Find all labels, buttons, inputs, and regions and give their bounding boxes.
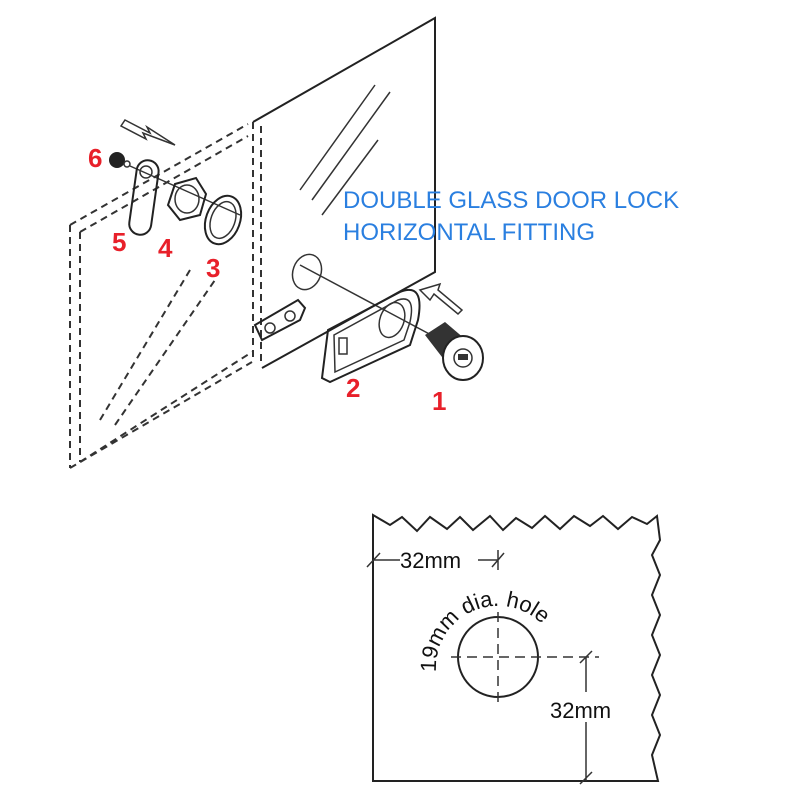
part-label-6: 6 xyxy=(88,143,102,173)
escutcheon-part xyxy=(320,289,421,384)
part-label-1: 1 xyxy=(432,386,446,416)
part-label-3: 3 xyxy=(206,253,220,283)
screw-part xyxy=(109,152,241,216)
lock-cylinder-part xyxy=(425,322,484,381)
part-label-2: 2 xyxy=(346,373,360,403)
title-line-1: DOUBLE GLASS DOOR LOCK xyxy=(343,187,679,214)
washer-part xyxy=(203,194,243,246)
arrow-icon xyxy=(119,119,464,316)
part-label-4: 4 xyxy=(158,233,173,263)
part-label-5: 5 xyxy=(112,227,126,257)
rear-glass-panel xyxy=(69,123,253,469)
cam-part xyxy=(128,159,160,236)
vertical-dimension-label: 32mm xyxy=(550,698,611,723)
hole-diameter-label: 19mm dia. hole xyxy=(416,586,555,672)
hole-position-drawing: 32mm 32mm 19mm dia. hole xyxy=(366,513,662,785)
horizontal-dimension-label: 32mm xyxy=(400,548,461,573)
hex-nut-part xyxy=(166,176,208,222)
title-line-2: HORIZONTAL FITTING xyxy=(343,219,595,246)
strike-plate xyxy=(253,298,307,342)
